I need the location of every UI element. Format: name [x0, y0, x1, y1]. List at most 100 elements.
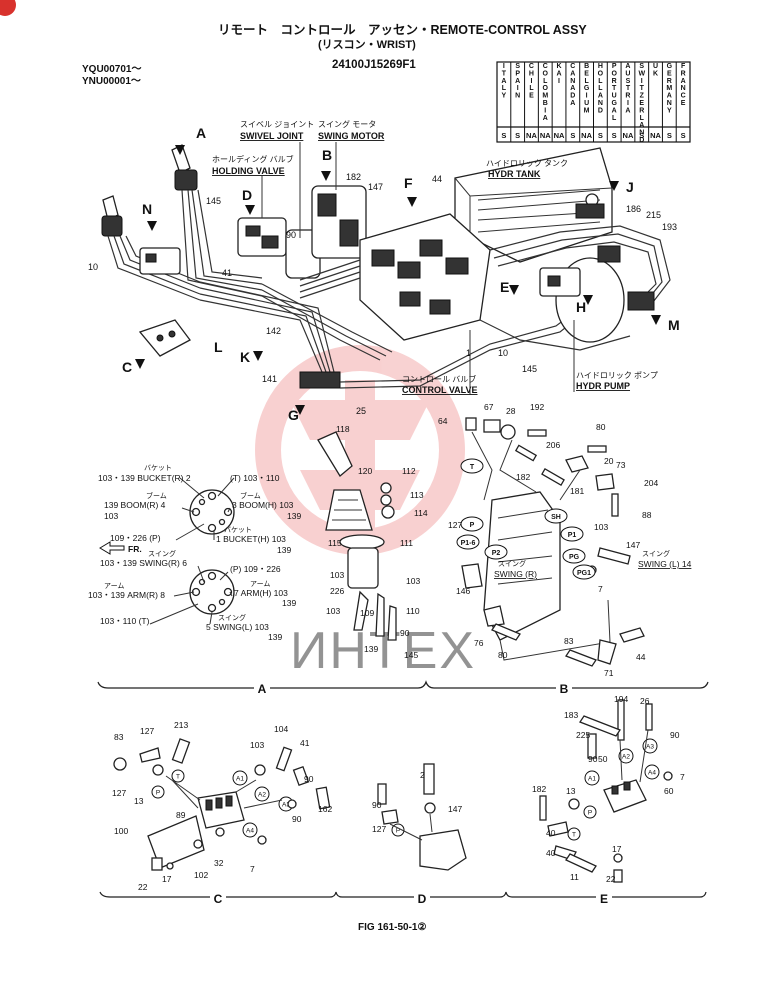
port-label-text: T — [470, 464, 475, 471]
svg-text:139: 139 — [277, 545, 291, 555]
callout-number: 127 — [140, 726, 154, 736]
svg-text:103・139 BUCKET(R) 2: 103・139 BUCKET(R) 2 — [98, 473, 191, 483]
callout-number: 83 — [564, 636, 574, 646]
section-d — [377, 763, 467, 871]
callout-number: 88 — [642, 510, 652, 520]
port-label-text: A3 — [282, 802, 290, 809]
callout-number: 146 — [456, 586, 470, 596]
svg-text:7 ARM(H) 103: 7 ARM(H) 103 — [234, 588, 288, 598]
view-letter-j: J — [626, 179, 634, 195]
svg-text:スイング モータ: スイング モータ — [318, 119, 376, 129]
port-label-text: T — [176, 774, 180, 781]
callout-number: 139 — [364, 644, 378, 654]
svg-text:(P) 109・226: (P) 109・226 — [230, 564, 281, 574]
callout-number: 13 — [134, 796, 144, 806]
view-letter-n: N — [142, 201, 152, 217]
callout-number: 76 — [474, 638, 484, 648]
callout-number: 182 — [346, 172, 361, 182]
callout-number: 44 — [636, 652, 646, 662]
section-b-labels: スイング SWING (L) 14 スイング SWING (R) — [494, 549, 692, 579]
port-label-text: A4 — [648, 770, 656, 777]
view-letter-m: M — [668, 317, 680, 333]
brace-cde — [99, 891, 707, 898]
callout-number: 225 — [576, 730, 590, 740]
svg-text:103・139 SWING(R) 6: 103・139 SWING(R) 6 — [100, 558, 187, 568]
svg-text:スイング: スイング — [148, 549, 176, 558]
port-label-circle — [584, 770, 600, 786]
callout-number: 17 — [612, 844, 622, 854]
country-code: S — [681, 131, 686, 140]
callout-number: 26 — [640, 696, 650, 706]
callout-number: 103 — [326, 606, 340, 616]
corner-badge — [0, 0, 16, 16]
callout-number: 41 — [300, 738, 310, 748]
callout-number: 90 — [304, 774, 314, 784]
port-label-text: A2 — [258, 792, 266, 799]
callout-number: 71 — [604, 668, 614, 678]
callout-number: 182 — [516, 472, 530, 482]
callout-number: 204 — [644, 478, 658, 488]
svg-text:CONTROL VALVE: CONTROL VALVE — [402, 385, 478, 395]
callout-number: 13 — [566, 786, 576, 796]
svg-text:3 BOOM(H) 103: 3 BOOM(H) 103 — [232, 500, 294, 510]
callout-number: 226 — [330, 586, 344, 596]
view-letter-f: F — [404, 175, 413, 191]
callout-number: 7 — [598, 584, 603, 594]
svg-text:SWING MOTOR: SWING MOTOR — [318, 131, 385, 141]
title-jp: リモート コントロール アッセン・REMOTE-CONTROL ASSY — [218, 23, 587, 37]
callout-number: 193 — [662, 222, 677, 232]
port-label-circle — [242, 822, 258, 838]
port-label-circle — [151, 785, 165, 799]
country-code: NA — [581, 131, 592, 140]
port-label-text: P1-6 — [461, 540, 476, 547]
svg-text:ハイドロリック タンク: ハイドロリック タンク — [486, 159, 568, 168]
svg-text:スイング: スイング — [218, 613, 246, 622]
port-label-circle — [567, 827, 581, 841]
callout-number: 41 — [222, 268, 232, 278]
main-assembly — [101, 144, 671, 389]
view-arrow-icon — [245, 205, 255, 215]
svg-text:バケット: バケット — [224, 526, 252, 534]
svg-text:5 SWING(L) 103: 5 SWING(L) 103 — [206, 622, 269, 632]
country-code: NA — [554, 131, 565, 140]
port-label-text: P — [588, 810, 592, 817]
port-label-circle — [562, 548, 586, 564]
svg-text:(T) 103・110: (T) 103・110 — [230, 473, 280, 483]
section-letter-bg — [596, 891, 612, 907]
callout-number: 22 — [138, 882, 148, 892]
view-letter-a: A — [196, 125, 206, 141]
svg-text:SWING (L) 14: SWING (L) 14 — [638, 559, 692, 569]
view-arrow-icon — [609, 181, 619, 191]
section-letter-bg — [414, 891, 430, 907]
callout-number: 10 — [88, 262, 98, 272]
svg-text:SWIVEL JOINT: SWIVEL JOINT — [240, 131, 304, 141]
svg-text:HYDR PUMP: HYDR PUMP — [576, 381, 630, 391]
callout-number: 90 — [292, 814, 302, 824]
svg-text:ホールディング バルブ: ホールディング バルブ — [212, 154, 294, 164]
callout-number: 100 — [114, 826, 128, 836]
callout-number: 7 — [250, 864, 255, 874]
callout-number: 186 — [626, 204, 641, 214]
callout-number: 50 — [598, 754, 608, 764]
callout-number: 215 — [646, 210, 661, 220]
callout-number: 142 — [266, 326, 281, 336]
section-e — [539, 699, 673, 883]
callout-number: 206 — [546, 440, 560, 450]
svg-text:103: 103 — [104, 511, 118, 521]
callout-number: 127 — [372, 824, 386, 834]
callout-number: 11 — [570, 872, 579, 882]
view-arrow-icon — [583, 295, 593, 305]
port-label-circle — [484, 544, 508, 560]
country-code: S — [667, 131, 672, 140]
callout-number: 109 — [360, 608, 374, 618]
section-letter-bg — [556, 681, 572, 697]
